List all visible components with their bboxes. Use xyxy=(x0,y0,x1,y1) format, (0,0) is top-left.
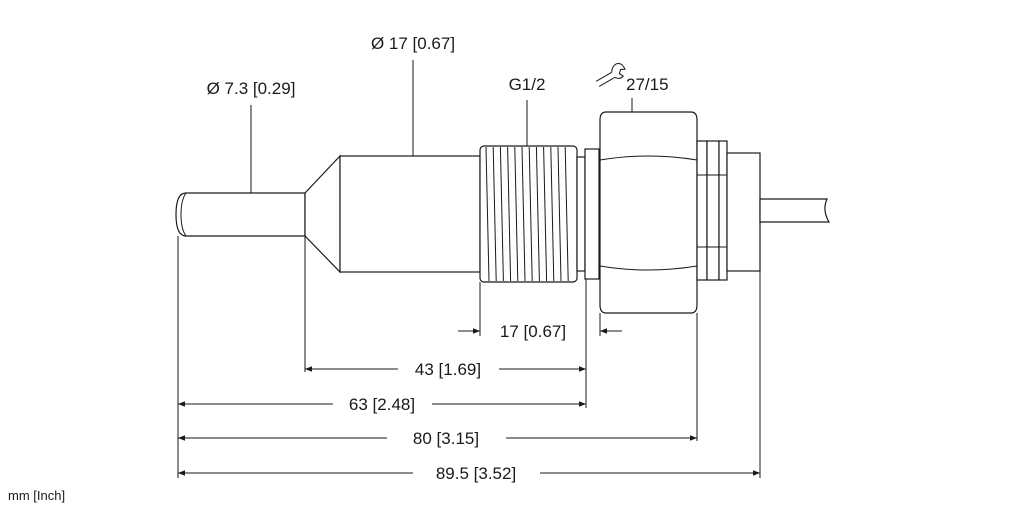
units-label: mm [Inch] xyxy=(8,488,65,503)
dimension-89-5: 89.5 [3.52] xyxy=(178,464,760,483)
dimension-43: 43 [1.69] xyxy=(305,360,586,379)
thread-line xyxy=(485,146,490,282)
dim-89-5-label: 89.5 [3.52] xyxy=(436,464,516,483)
thread-line xyxy=(514,146,519,282)
dim-63-label: 63 [2.48] xyxy=(349,395,415,414)
dia-tip-label: Ø 7.3 [0.29] xyxy=(207,79,296,98)
probe-body xyxy=(339,155,481,273)
dimension-63: 63 [2.48] xyxy=(178,395,586,414)
probe-taper xyxy=(304,154,341,274)
thread-line xyxy=(528,146,533,282)
rear-ring xyxy=(706,140,720,281)
extension-lines xyxy=(177,236,761,478)
thread-line xyxy=(564,146,569,282)
collar xyxy=(584,148,600,280)
wrench-label: 27/15 xyxy=(626,75,669,94)
thread-line xyxy=(507,146,512,282)
thread-label: G1/2 xyxy=(509,75,546,94)
dim-43-label: 43 [1.69] xyxy=(415,360,481,379)
thread-line xyxy=(557,146,562,282)
dia-body-label: Ø 17 [0.67] xyxy=(371,34,455,53)
rear-ring xyxy=(696,140,708,281)
thread-line xyxy=(492,146,497,282)
wrench-icon xyxy=(595,62,626,87)
thread-line xyxy=(499,146,504,282)
dimension-80: 80 [3.15] xyxy=(178,429,697,448)
cable xyxy=(759,198,831,223)
sensor-body xyxy=(175,111,831,314)
hex-nut xyxy=(599,111,698,314)
rear-ring xyxy=(718,140,728,281)
dim-17-label: 17 [0.67] xyxy=(500,322,566,341)
thread-line xyxy=(543,146,548,282)
rear-cap xyxy=(726,152,761,272)
probe-tip xyxy=(175,192,306,237)
thread-line xyxy=(535,146,540,282)
neck xyxy=(576,156,586,272)
thread-line xyxy=(550,146,555,282)
thread-line xyxy=(521,146,526,282)
dimension-17: 17 [0.67] xyxy=(458,322,622,341)
dim-80-label: 80 [3.15] xyxy=(413,429,479,448)
